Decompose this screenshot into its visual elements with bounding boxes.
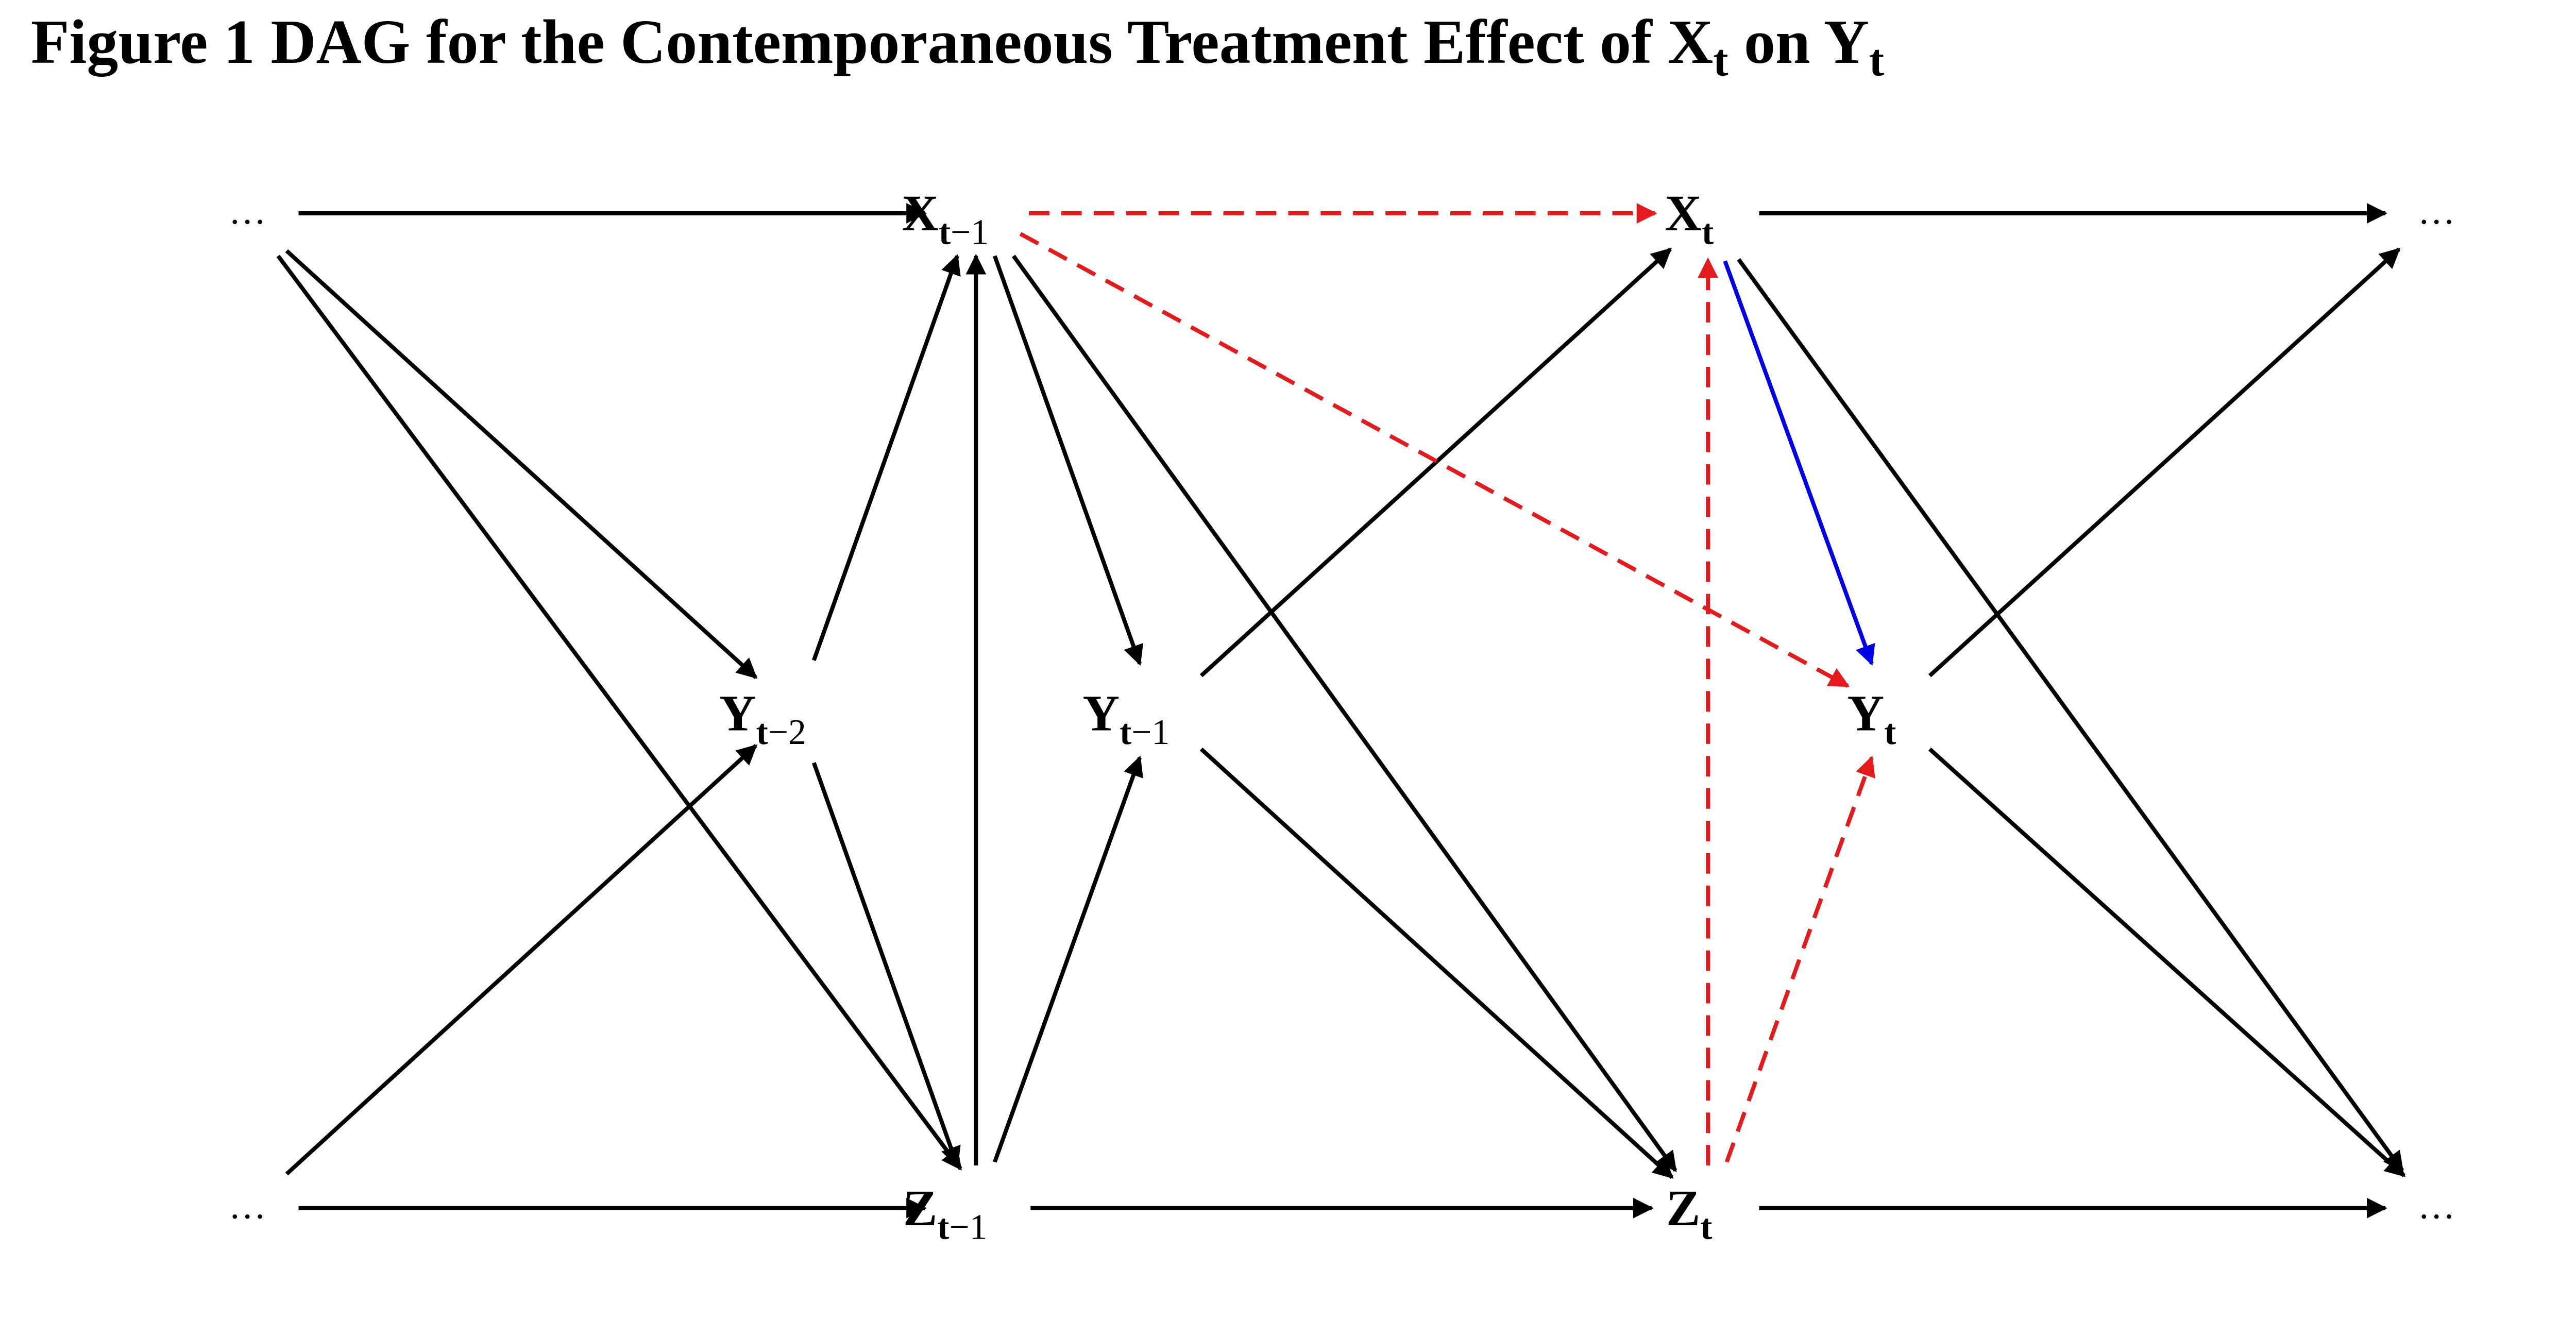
edge-dots-top-left-to-z-t-minus-1 — [276, 255, 962, 1171]
node-label: Yt−2 — [719, 685, 806, 752]
edge-y-t-minus-1-to-z-t — [1199, 747, 1674, 1179]
node-subscript: t — [1702, 213, 1714, 252]
edge-y-t-minus-2-to-z-t-minus-1 — [811, 762, 961, 1168]
edge-y-t-minus-2-to-x-t-minus-1 — [811, 254, 961, 661]
node-letter: X — [902, 185, 939, 242]
node-label: Xt−1 — [902, 185, 989, 252]
edge-x-t-minus-1-to-z-t — [1011, 255, 1677, 1173]
node-y-t-minus-1: Yt−1 — [1082, 685, 1170, 752]
edge-z-t-minus-1-to-y-t-minus-1 — [993, 755, 1143, 1163]
node-label: … — [229, 1185, 266, 1227]
node-letter: … — [2418, 190, 2455, 232]
node-label: Yt−1 — [1082, 685, 1170, 752]
title-subscript-1: t — [1713, 36, 1728, 86]
edge-x-t-minus-1-to-y-t — [1019, 232, 1850, 688]
node-subscript: t−1 — [1120, 713, 1170, 752]
edge-dots-top-left-to-y-t-minus-2 — [285, 249, 758, 679]
node-label: … — [229, 190, 266, 232]
title-text: Figure 1 DAG for the Contemporaneous Tre… — [31, 7, 1714, 77]
node-letter: Z — [903, 1180, 937, 1237]
figure-title: Figure 1 DAG for the Contemporaneous Tre… — [31, 6, 1884, 87]
node-label: Zt−1 — [903, 1180, 987, 1247]
node-letter: X — [1665, 185, 1702, 242]
node-label: … — [2418, 190, 2455, 232]
node-letter: Y — [719, 685, 756, 741]
node-letter: Z — [1666, 1180, 1700, 1237]
edge-z-t-to-y-t — [1724, 755, 1875, 1163]
edge-y-t-to-dots-bottom-right — [1928, 747, 2406, 1177]
node-letter: Y — [1848, 685, 1885, 741]
node-letter: … — [2418, 1185, 2455, 1227]
node-dots-top-left: … — [229, 190, 266, 232]
node-x-t-minus-1: Xt−1 — [902, 185, 989, 252]
node-y-t-minus-2: Yt−2 — [719, 685, 806, 752]
edge-y-t-to-dots-top-right — [1928, 247, 2401, 678]
node-subscript: t — [1700, 1207, 1712, 1247]
node-z-t-minus-1: Zt−1 — [903, 1180, 987, 1247]
node-letter: Y — [1082, 685, 1120, 741]
node-label: Zt — [1666, 1180, 1712, 1247]
node-letter: … — [229, 190, 266, 232]
node-subscript: t−2 — [756, 713, 806, 752]
edge-x-t-to-y-t — [1723, 260, 1875, 666]
edges — [276, 203, 2406, 1219]
node-x-t: Xt — [1665, 185, 1714, 252]
edge-x-t-minus-1-to-y-t-minus-1 — [993, 255, 1144, 666]
node-z-t: Zt — [1666, 1180, 1712, 1247]
title-subscript-2: t — [1869, 36, 1885, 86]
node-subscript: t−1 — [937, 1207, 987, 1247]
node-label: Yt — [1848, 685, 1896, 752]
title-text-mid: on Y — [1728, 7, 1869, 77]
node-subscript: t−1 — [939, 213, 989, 252]
edge-dots-bottom-left-to-y-t-minus-2 — [285, 744, 758, 1176]
node-subscript: t — [1884, 713, 1896, 752]
node-dots-bottom-right: … — [2418, 1185, 2455, 1227]
node-letter: … — [229, 1185, 266, 1227]
edge-x-t-to-dots-bottom-right — [1737, 258, 2404, 1173]
node-y-t: Yt — [1848, 685, 1896, 752]
node-label: Xt — [1665, 185, 1714, 252]
node-dots-top-right: … — [2418, 190, 2455, 232]
node-label: … — [2418, 1185, 2455, 1227]
node-dots-bottom-left: … — [229, 1185, 266, 1227]
